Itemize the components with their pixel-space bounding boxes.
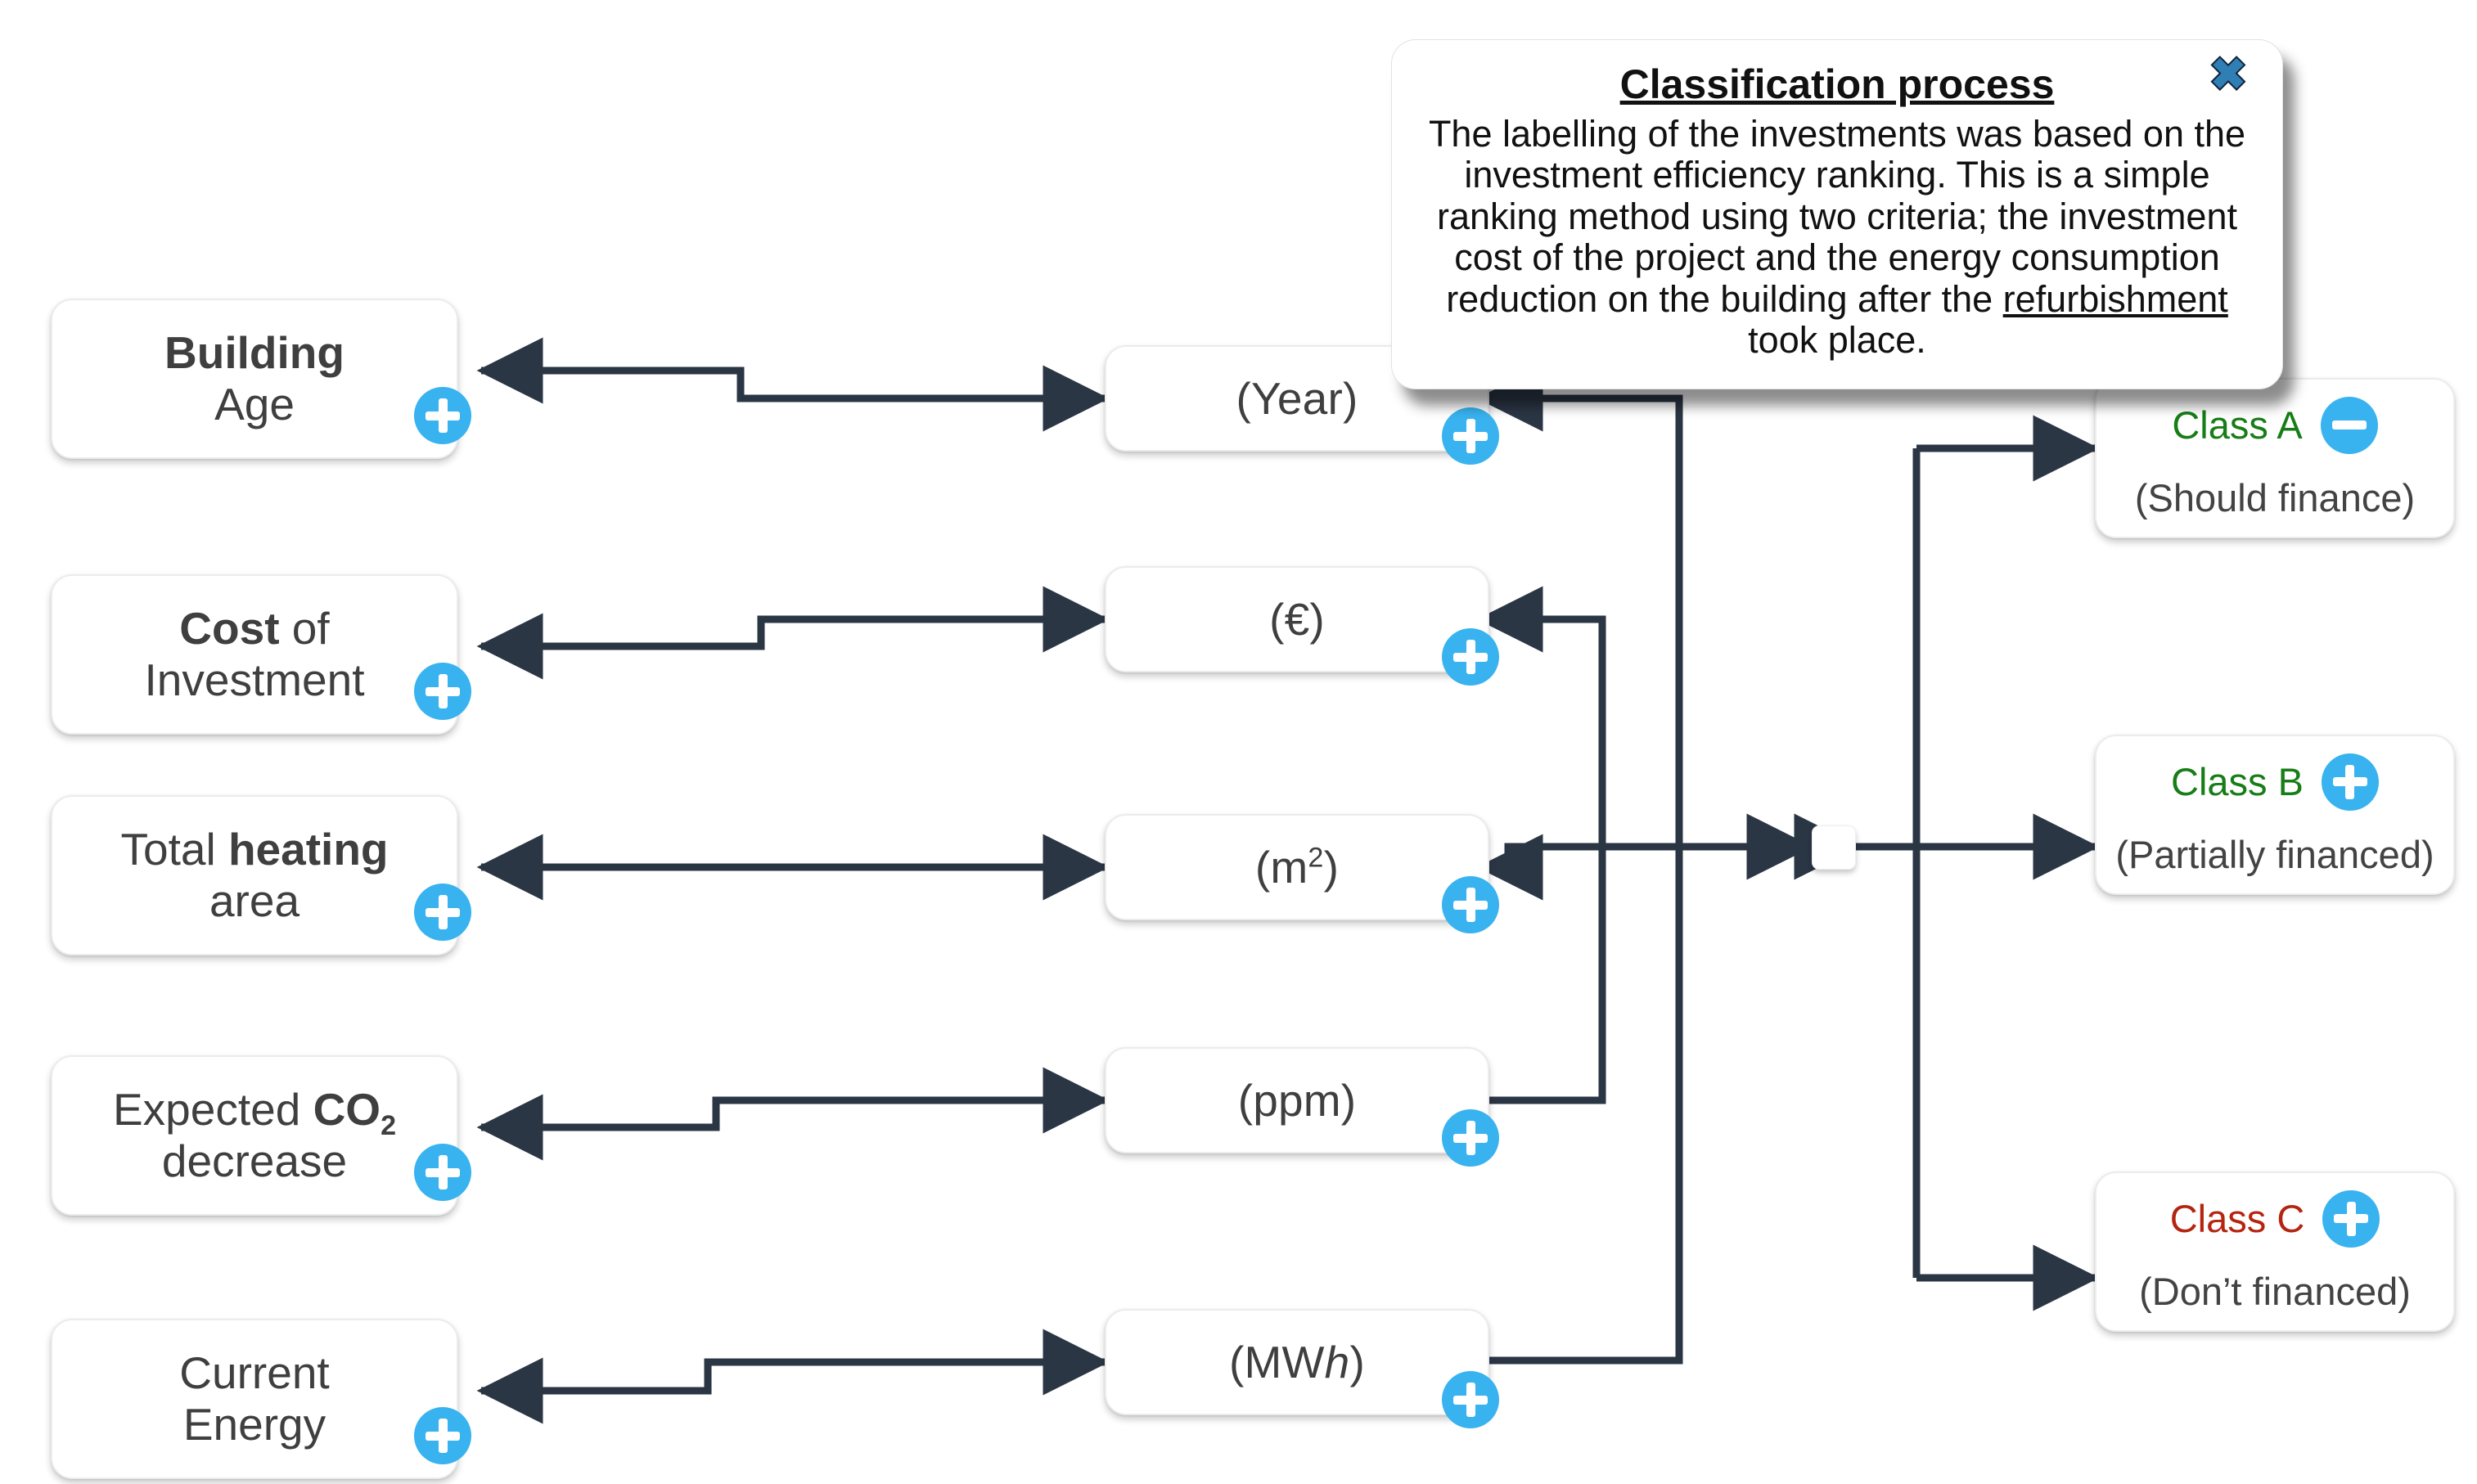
feature-line-1: Current xyxy=(179,1347,330,1399)
tooltip-title: Classification process xyxy=(1619,61,2055,107)
feature-line-2: decrease xyxy=(161,1135,348,1186)
merge-node[interactable] xyxy=(1812,825,1856,870)
feature-card-cost-of-investment[interactable]: Cost of Investment xyxy=(51,574,471,735)
class-card-c[interactable]: Class C (Don’t financed) xyxy=(2095,1171,2455,1332)
wire-trunk-middle xyxy=(1419,586,1606,1134)
unit-label: (MWh) xyxy=(1229,1336,1365,1387)
class-c-name: Class C xyxy=(2169,1197,2305,1240)
plus-icon[interactable] xyxy=(1442,1371,1499,1428)
class-c-header: Class C xyxy=(2096,1189,2453,1248)
close-icon[interactable]: ✖ xyxy=(2208,47,2250,101)
unit-label: (Year) xyxy=(1236,372,1358,424)
unit-card-euro[interactable]: (€) xyxy=(1105,566,1499,686)
classification-process-tooltip: ✖ Classification process The labelling o… xyxy=(1391,39,2283,390)
feature-line-2: Age xyxy=(214,379,295,429)
class-card-a[interactable]: Class A (Should finance) xyxy=(2095,378,2455,538)
feature-line-1: Building xyxy=(164,327,345,379)
plus-icon[interactable] xyxy=(1442,628,1499,686)
feature-line-2: Energy xyxy=(182,1399,327,1450)
unit-label: (m2) xyxy=(1254,841,1340,893)
plus-icon[interactable] xyxy=(1442,876,1499,933)
unit-card-square-meters[interactable]: (m2) xyxy=(1105,814,1499,933)
class-b-name: Class B xyxy=(2171,760,2304,803)
class-a-header: Class A xyxy=(2096,396,2453,454)
unit-card-ppm[interactable]: (ppm) xyxy=(1105,1047,1499,1167)
tooltip-body: The labelling of the investments was bas… xyxy=(1428,113,2246,361)
feature-card-expected-co2-decrease[interactable]: Expected CO2 decrease xyxy=(51,1055,471,1216)
class-a-name: Class A xyxy=(2172,403,2303,447)
plus-icon[interactable] xyxy=(414,884,471,941)
feature-card-current-energy[interactable]: Current Energy xyxy=(51,1319,471,1479)
unit-card-year[interactable]: (Year) xyxy=(1105,345,1499,465)
class-b-header: Class B xyxy=(2096,753,2453,811)
class-b-description: (Partially financed) xyxy=(2115,832,2434,876)
class-card-b[interactable]: Class B (Partially financed) xyxy=(2095,735,2455,895)
unit-label: (€) xyxy=(1269,593,1325,645)
wire-m2-to-junction xyxy=(1476,834,1808,901)
class-c-description: (Don’t financed) xyxy=(2139,1269,2411,1313)
plus-icon[interactable] xyxy=(2322,1189,2380,1248)
wire-building-to-year xyxy=(476,337,1110,432)
feature-line-2: area xyxy=(209,875,300,926)
plus-icon[interactable] xyxy=(1442,1109,1499,1167)
feature-line-1: Cost of xyxy=(179,603,330,654)
wire-trunk-outer xyxy=(1419,365,1683,1394)
feature-card-building-age[interactable]: Building Age xyxy=(51,299,471,459)
minus-icon[interactable] xyxy=(2320,396,2378,454)
unit-label: (ppm) xyxy=(1237,1074,1357,1126)
plus-icon[interactable] xyxy=(414,1144,471,1201)
unit-card-mwh[interactable]: (MWh) xyxy=(1105,1309,1499,1428)
plus-icon[interactable] xyxy=(414,663,471,720)
wire-cost-to-euro xyxy=(476,586,1110,680)
feature-line-2: Investment xyxy=(144,654,365,705)
plus-icon[interactable] xyxy=(414,387,471,444)
wire-energy-to-mwh xyxy=(476,1329,1110,1424)
wire-co2-to-ppm xyxy=(476,1067,1110,1161)
feature-card-total-heating-area[interactable]: Total heating area xyxy=(51,795,471,956)
plus-icon[interactable] xyxy=(414,1407,471,1464)
class-a-description: (Should finance) xyxy=(2134,475,2416,519)
feature-line-1: Expected CO2 xyxy=(112,1084,397,1142)
plus-icon[interactable] xyxy=(2321,753,2379,811)
feature-line-1: Total heating xyxy=(120,824,389,875)
plus-icon[interactable] xyxy=(1442,407,1499,465)
